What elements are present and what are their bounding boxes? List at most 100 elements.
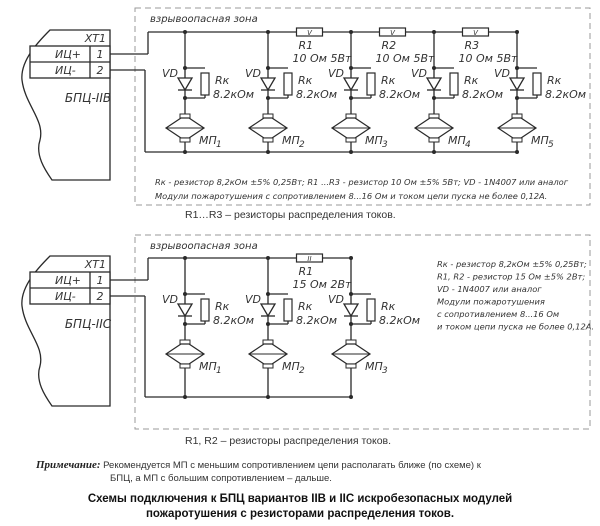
figure-title: Схемы подключения к БПЦ вариантов IIB и …: [0, 492, 600, 522]
pin-name-2: ИЦ-: [55, 290, 76, 303]
connector-label: XT1: [84, 32, 106, 45]
diode-icon: [508, 77, 526, 92]
series-resistor-value: 10 Ом 5Вт: [376, 52, 435, 65]
diode-label: VD: [494, 67, 510, 80]
rk-value: 8.2кОм: [213, 88, 254, 101]
module-label: МП: [448, 134, 466, 147]
module-label: МП: [282, 134, 300, 147]
caption-iic: R1, R2 – резисторы распределения токов.: [185, 435, 392, 447]
module-index: 2: [299, 140, 305, 150]
resistor-power-mark: V: [473, 29, 479, 37]
diode-label: VD: [328, 293, 344, 306]
series-resistor-name: R3: [465, 39, 480, 52]
rk-resistor: [366, 72, 376, 96]
resistor-power-mark: II: [307, 255, 311, 263]
figure-title-line-1: Схемы подключения к БПЦ вариантов IIB и …: [87, 493, 513, 505]
module-index: 1: [216, 140, 222, 150]
rk-value: 8.2кОм: [545, 88, 586, 101]
module-cap-bottom: [179, 363, 191, 369]
figure-title-line-2: пожаротушения с резисторами распределени…: [145, 508, 455, 520]
rk-resistor: [366, 298, 376, 322]
diode-label: VD: [411, 67, 427, 80]
module-index: 2: [299, 366, 305, 376]
rk-resistor: [200, 298, 210, 322]
diode-label: VD: [245, 67, 261, 80]
series-resistor-name: R2: [382, 39, 397, 52]
rk-label: Rк: [298, 300, 313, 313]
diode-label: VD: [245, 293, 261, 306]
connector-label: XT1: [84, 258, 106, 271]
diagram-iib: взрывоопасная зонаXT1ИЦ+1ИЦ-2БПЦ-IIBVR11…: [21, 7, 591, 206]
note-label: Примечание:: [36, 459, 101, 471]
diode-icon: [259, 303, 277, 318]
rk-value: 8.2кОм: [462, 88, 503, 101]
module-label: МП: [365, 360, 383, 373]
series-resistor-r3: [461, 27, 490, 37]
pin-name-2: ИЦ-: [55, 64, 76, 77]
series-resistor-r2: [378, 27, 407, 37]
note-line-2: БПЦ, а МП с большим сопротивлением – дал…: [110, 473, 332, 484]
rk-label: Rк: [381, 74, 396, 87]
hazard-zone-box: [134, 234, 591, 430]
diode-icon: [342, 303, 360, 318]
series-resistor-value: 15 Ом 2Вт: [293, 278, 352, 291]
series-resistor-value: 10 Ом 5Вт: [459, 52, 518, 65]
rk-resistor: [200, 72, 210, 96]
pin-number-2: 2: [97, 64, 104, 77]
legend-note-3: VD - 1N4007 или аналог: [437, 284, 542, 294]
note-block: Примечание: Рекомендуется МП с меньшим с…: [36, 459, 556, 485]
rk-value: 8.2кОм: [213, 314, 254, 327]
module-index: 3: [382, 140, 388, 150]
caption-iib: R1…R3 – резисторы распределения токов.: [185, 209, 396, 221]
module-cap-bottom: [428, 137, 440, 143]
hazard-zone-box: [134, 7, 591, 206]
module-label: МП: [282, 360, 300, 373]
diode-label: VD: [328, 67, 344, 80]
legend-note-1: Rк - резистор 8,2кОм ±5% 0,25Вт;: [437, 259, 587, 269]
rk-label: Rк: [381, 300, 396, 313]
module-index: 5: [548, 140, 554, 150]
rk-value: 8.2кОм: [296, 314, 337, 327]
rk-value: 8.2кОм: [379, 314, 420, 327]
diode-icon: [425, 77, 443, 92]
module-index: 1: [216, 366, 222, 376]
diode-icon: [342, 77, 360, 92]
diode-icon: [176, 303, 194, 318]
diode-label: VD: [162, 293, 178, 306]
rk-label: Rк: [547, 74, 562, 87]
bpc-block-name: БПЦ-IIC: [65, 317, 112, 331]
module-cap-bottom: [179, 137, 191, 143]
rk-value: 8.2кОм: [379, 88, 420, 101]
note-line-1: Рекомендуется МП с меньшим сопротивление…: [103, 460, 481, 471]
module-label: МП: [199, 360, 217, 373]
resistor-power-mark: V: [390, 29, 396, 37]
rk-label: Rк: [298, 74, 313, 87]
rk-resistor: [283, 298, 293, 322]
legend-note-2: R1, R2 - резистор 15 Ом ±5% 2Вт;: [437, 272, 585, 282]
module-cap-bottom: [262, 363, 274, 369]
module-cap-bottom: [345, 363, 357, 369]
pin-name-1: ИЦ+: [55, 274, 81, 287]
rk-label: Rк: [215, 74, 230, 87]
module-cap-bottom: [262, 137, 274, 143]
diagram-iic: взрывоопасная зонаXT1ИЦ+1ИЦ-2БПЦ-IICIIR1…: [21, 234, 594, 430]
module-cap-bottom: [511, 137, 523, 143]
pin-number-2: 2: [97, 290, 104, 303]
series-resistor-name: R1: [299, 265, 314, 278]
legend-note-6: и током цепи пуска не более 0,12А.: [437, 322, 594, 332]
module-label: МП: [531, 134, 549, 147]
rk-resistor: [449, 72, 459, 96]
legend-note-1: Rк - резистор 8,2кОм ±5% 0,25Вт; R1 ...R…: [155, 177, 569, 187]
hazard-zone-label: взрывоопасная зона: [150, 241, 258, 252]
rk-label: Rк: [215, 300, 230, 313]
hazard-zone-label: взрывоопасная зона: [150, 14, 258, 25]
pin-number-1: 1: [97, 274, 104, 287]
legend-note-2: Модули пожаротушения с сопротивлением 8.…: [155, 191, 547, 201]
rk-value: 8.2кОм: [296, 88, 337, 101]
